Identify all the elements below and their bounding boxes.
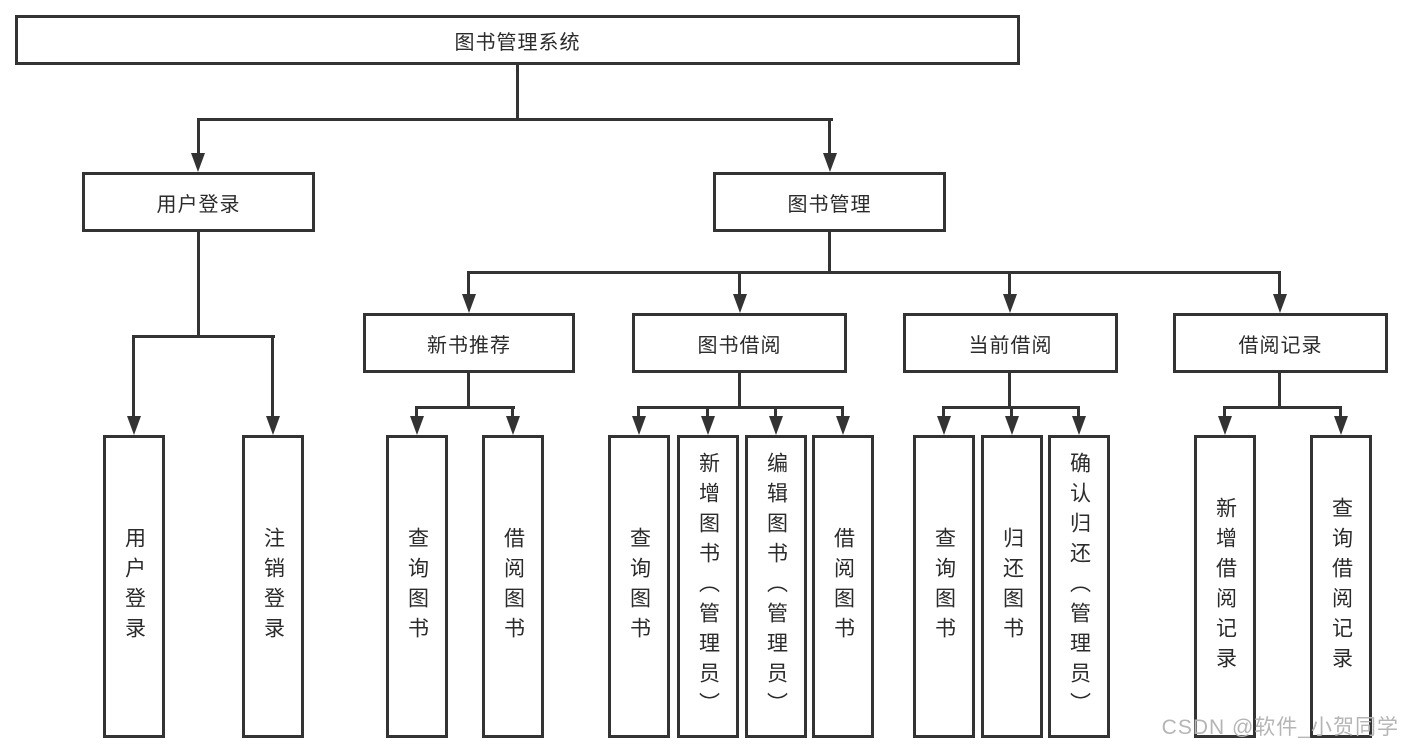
edge-line — [467, 371, 470, 409]
edge-line — [1223, 406, 1342, 409]
leaf-user-login-label: 用户登录 — [122, 526, 146, 647]
edge-line — [1008, 371, 1011, 409]
node-user-login-label: 用户登录 — [156, 193, 241, 216]
arrow-down-icon — [1218, 416, 1232, 435]
arrow-down-icon — [632, 416, 646, 435]
arrow-down-icon — [836, 416, 850, 435]
node-root: 图书管理系统 — [15, 15, 1020, 65]
arrow-down-icon — [506, 416, 520, 435]
arrow-down-icon — [410, 416, 424, 435]
edge-line — [828, 118, 831, 153]
leaf-add-borrow-record: 新增借阅记录 — [1194, 435, 1256, 738]
edge-line — [1077, 406, 1080, 416]
edge-line — [511, 406, 514, 416]
leaf-borrow-book: 借阅图书 — [812, 435, 874, 738]
edge-line — [415, 406, 515, 409]
leaf-query-book-current: 查询图书 — [913, 435, 975, 738]
node-book-management-label: 图书管理 — [787, 193, 872, 216]
edge-line — [467, 271, 470, 294]
node-borrow-records: 借阅记录 — [1173, 313, 1388, 373]
arrow-down-icon — [1334, 416, 1348, 435]
edge-line — [1223, 406, 1226, 416]
arrow-down-icon — [1273, 294, 1287, 313]
leaf-query-book-newbook-label: 查询图书 — [405, 526, 429, 647]
leaf-confirm-return-admin-label: 确认归还（管理员） — [1067, 451, 1091, 722]
edge-line — [197, 118, 200, 153]
leaf-add-book-admin: 新增图书（管理员） — [677, 435, 739, 738]
arrow-down-icon — [266, 416, 280, 435]
edge-line — [1008, 271, 1011, 294]
node-book-management: 图书管理 — [713, 172, 946, 232]
node-new-book-recommend: 新书推荐 — [363, 313, 575, 373]
arrow-down-icon — [1003, 294, 1017, 313]
leaf-logout-label: 注销登录 — [261, 526, 285, 647]
edge-line — [942, 406, 945, 416]
edge-line — [132, 335, 275, 338]
edge-line — [1010, 406, 1013, 416]
leaf-query-book-newbook: 查询图书 — [386, 435, 448, 738]
edge-line — [637, 406, 844, 409]
node-root-label: 图书管理系统 — [454, 31, 581, 54]
node-current-borrow: 当前借阅 — [903, 313, 1118, 373]
leaf-add-book-admin-label: 新增图书（管理员） — [696, 451, 720, 722]
arrow-down-icon — [769, 416, 783, 435]
arrow-down-icon — [823, 153, 837, 172]
leaf-logout: 注销登录 — [242, 435, 304, 738]
node-current-borrow-label: 当前借阅 — [968, 334, 1053, 357]
arrow-down-icon — [733, 294, 747, 313]
edge-line — [516, 63, 519, 120]
leaf-query-borrow-record: 查询借阅记录 — [1310, 435, 1372, 738]
leaf-user-login: 用户登录 — [103, 435, 165, 738]
leaf-borrow-book-newbook: 借阅图书 — [482, 435, 544, 738]
arrow-down-icon — [1072, 416, 1086, 435]
node-book-borrow-label: 图书借阅 — [697, 334, 782, 357]
leaf-edit-book-admin: 编辑图书（管理员） — [745, 435, 807, 738]
arrow-down-icon — [937, 416, 951, 435]
arrow-down-icon — [191, 153, 205, 172]
node-new-book-recommend-label: 新书推荐 — [427, 334, 511, 357]
edge-line — [132, 335, 135, 416]
edge-line — [706, 406, 709, 416]
edge-line — [197, 230, 200, 338]
leaf-edit-book-admin-label: 编辑图书（管理员） — [764, 451, 788, 722]
edge-line — [1339, 406, 1342, 416]
leaf-borrow-book-newbook-label: 借阅图书 — [501, 526, 525, 647]
leaf-add-borrow-record-label: 新增借阅记录 — [1213, 496, 1237, 677]
edge-line — [415, 406, 418, 416]
node-user-login: 用户登录 — [82, 172, 315, 232]
edge-line — [467, 271, 1281, 274]
leaf-return-book-label: 归还图书 — [1000, 526, 1024, 647]
leaf-return-book: 归还图书 — [981, 435, 1043, 738]
edge-line — [841, 406, 844, 416]
arrow-down-icon — [1005, 416, 1019, 435]
leaf-query-book-current-label: 查询图书 — [932, 526, 956, 647]
edge-line — [738, 371, 741, 409]
leaf-borrow-book-label: 借阅图书 — [831, 526, 855, 647]
arrow-down-icon — [127, 416, 141, 435]
leaf-query-book-borrow-label: 查询图书 — [627, 526, 651, 647]
edge-line — [637, 406, 640, 416]
node-borrow-records-label: 借阅记录 — [1238, 334, 1323, 357]
watermark: CSDN @软件_小贺同学 — [1161, 716, 1399, 739]
edge-line — [197, 118, 833, 121]
arrow-down-icon — [462, 294, 476, 313]
leaf-query-borrow-record-label: 查询借阅记录 — [1329, 496, 1353, 677]
edge-line — [828, 230, 831, 274]
leaf-confirm-return-admin: 确认归还（管理员） — [1048, 435, 1110, 738]
arrow-down-icon — [701, 416, 715, 435]
edge-line — [1278, 371, 1281, 409]
leaf-query-book-borrow: 查询图书 — [608, 435, 670, 738]
node-book-borrow: 图书借阅 — [632, 313, 847, 373]
edge-line — [1278, 271, 1281, 294]
edge-line — [774, 406, 777, 416]
edge-line — [738, 271, 741, 294]
edge-line — [271, 335, 274, 416]
